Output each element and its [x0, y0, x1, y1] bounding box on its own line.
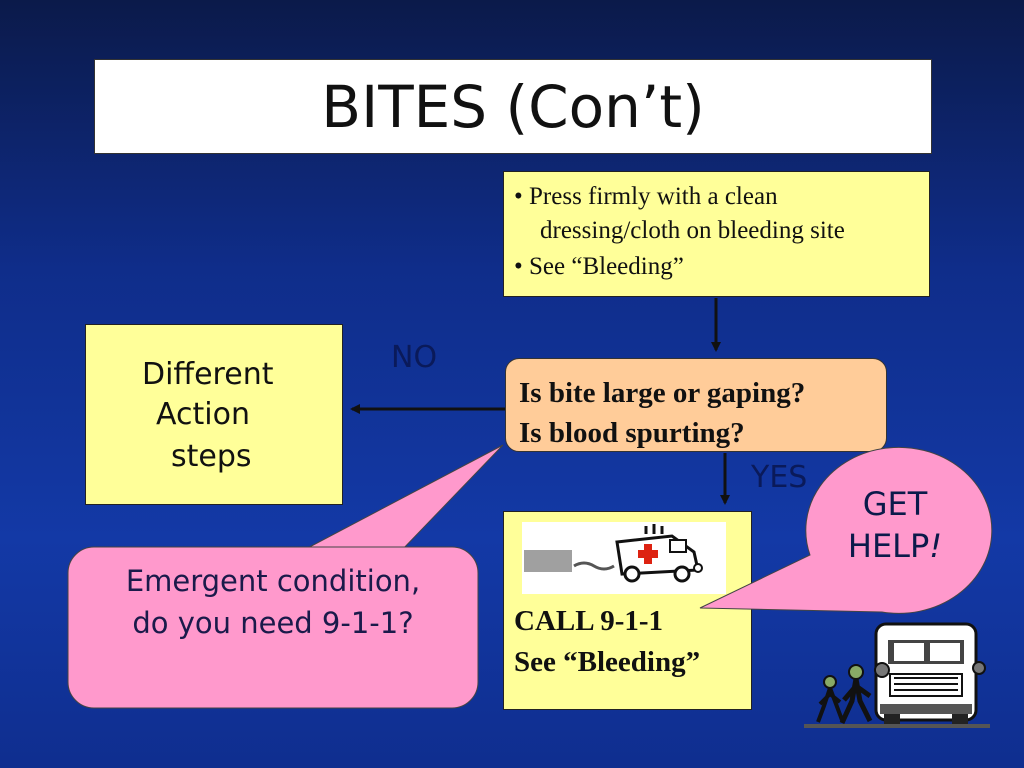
question-line-2: Is blood spurting?: [519, 417, 745, 449]
instruction-bullet-2: • See “Bleeding”: [514, 252, 919, 282]
emergent-line-2: do you need 9-1-1?: [132, 606, 414, 640]
bullet-dot-icon: •: [514, 253, 523, 280]
title-box: BITES (Con’t): [94, 59, 932, 154]
question-box: Is bite large or gaping? Is blood spurti…: [505, 358, 887, 452]
emergent-line-1: Emergent condition,: [125, 564, 421, 598]
no-label: NO: [391, 340, 438, 375]
instruction-bullet-1: • Press firmly with a clean dressing/clo…: [514, 180, 919, 248]
left-box-line-2: Action: [156, 397, 250, 432]
get-help-line-2: HELP!: [830, 525, 960, 567]
get-help-exclaim: !: [929, 527, 943, 565]
bullet-2-text: See “Bleeding”: [529, 253, 684, 280]
different-action-box: Different Action steps: [85, 324, 343, 505]
get-help-bubble: [699, 446, 993, 614]
left-box-line-3: steps: [171, 439, 252, 474]
get-help-line-1: GET: [862, 485, 928, 523]
call-line-2: See “Bleeding”: [514, 646, 701, 678]
instruction-box: • Press firmly with a clean dressing/clo…: [503, 171, 930, 297]
bullet-dot-icon: •: [514, 183, 523, 210]
yes-label: YES: [751, 460, 808, 495]
emergent-text: Emergent condition, do you need 9-1-1?: [68, 560, 478, 644]
slide-title: BITES (Con’t): [321, 72, 705, 141]
get-help-text: GET HELP!: [830, 483, 960, 567]
left-box-line-1: Different: [142, 357, 274, 392]
emergent-callout: [67, 546, 479, 709]
bullet-1-cont-text: dressing/cloth on bleeding site: [540, 217, 845, 244]
question-line-1: Is bite large or gaping?: [519, 377, 806, 409]
call-911-box: CALL 9-1-1 See “Bleeding”: [503, 511, 752, 710]
bullet-1-text: Press firmly with a clean: [529, 183, 778, 210]
call-line-1: CALL 9-1-1: [514, 605, 664, 637]
ambulance-icon: [522, 522, 726, 594]
get-help-word: HELP: [847, 527, 930, 565]
